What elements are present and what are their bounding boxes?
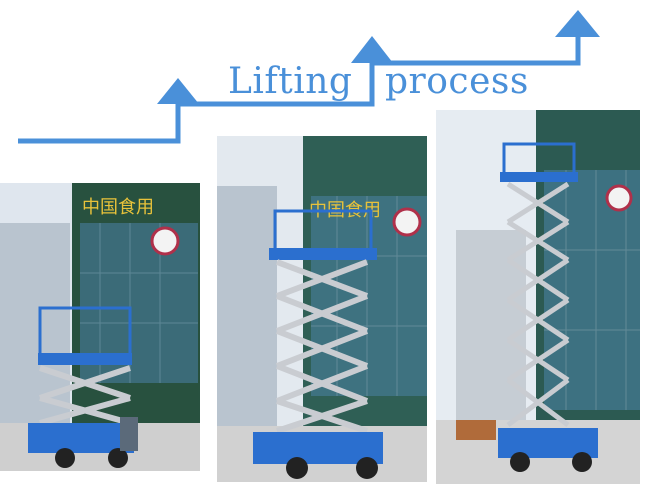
arrow-head-3 bbox=[555, 10, 600, 37]
stair-arrow-graphic bbox=[18, 10, 600, 144]
arrow-head-1 bbox=[157, 78, 199, 104]
title-word-process: process bbox=[385, 61, 529, 102]
signage-text: 中国食用 bbox=[82, 197, 154, 218]
photo-lift-fully-raised bbox=[436, 110, 640, 484]
arrow-head-2 bbox=[351, 36, 393, 63]
photo-lift-half-raised: 中国食用 bbox=[217, 136, 427, 482]
stair-line bbox=[18, 35, 581, 144]
title-word-lifting: Lifting bbox=[228, 61, 353, 102]
photo-lift-lowered: 中国食用 bbox=[0, 183, 200, 471]
